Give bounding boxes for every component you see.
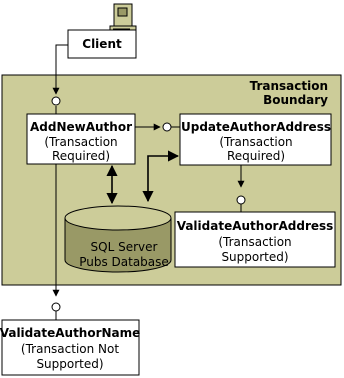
interface-lollipop-validate-address [236,195,246,205]
validate-author-name-line1: (Transaction Not [21,342,119,356]
update-author-address-box[interactable] [179,113,332,166]
interface-lollipop-validate-name [51,302,61,312]
add-new-author-name: AddNewAuthor [30,120,132,134]
update-author-address-name: UpdateAuthorAddress [181,120,331,134]
validate-author-address-line2: Supported) [221,250,288,264]
add-new-author-line1: (Transaction [44,135,117,149]
interface-lollipop-add [51,96,61,106]
validate-author-address-box[interactable] [174,211,336,268]
validate-author-name-name: ValidateAuthorName [0,326,140,340]
validate-author-name-box[interactable] [1,319,140,376]
update-db-connector [142,150,180,203]
validate-author-address-name: ValidateAuthorAddress [177,219,334,233]
add-new-author-box[interactable] [26,113,136,165]
database-label-line2: Pubs Database [79,255,169,269]
database-label-line1: SQL Server [91,240,158,254]
update-author-address-line2: Required) [227,149,285,163]
validate-author-address-line1: (Transaction [218,235,291,249]
interface-lollipop-update [162,122,172,132]
client-connector [52,44,68,95]
database-icon [64,205,172,273]
client-label: Client [82,37,122,51]
computer-icon [109,3,137,33]
boundary-label-line1: Transaction [250,79,328,93]
update-author-address-line1: (Transaction [219,135,292,149]
boundary-label-line2: Boundary [263,93,328,107]
validate-author-name-line2: Supported) [36,357,103,371]
add-new-author-line2: Required) [52,149,110,163]
client-box[interactable] [67,29,137,59]
